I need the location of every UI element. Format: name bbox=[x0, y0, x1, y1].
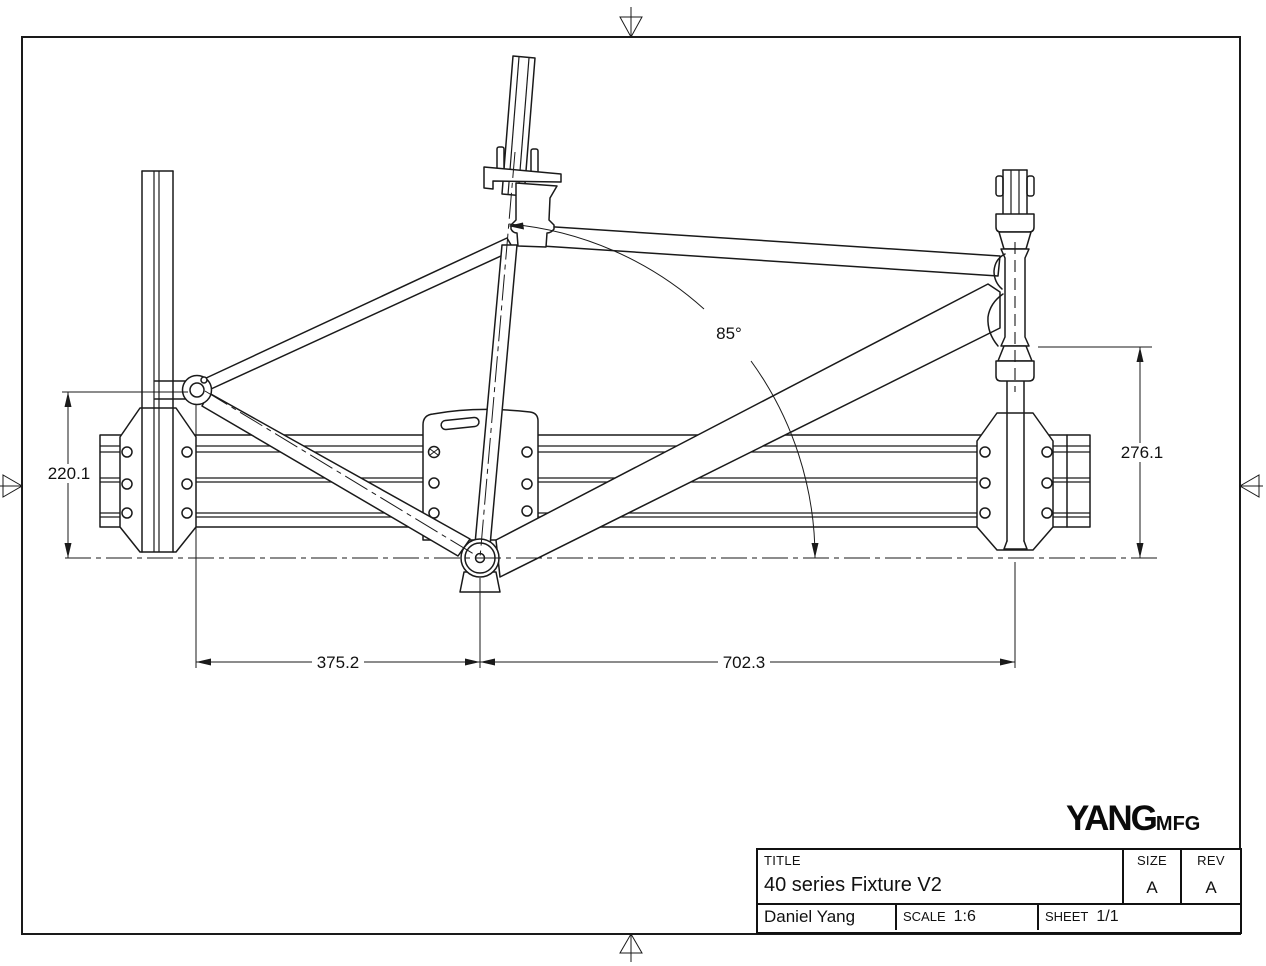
seat-stay bbox=[203, 237, 515, 390]
rear-bracket-plate bbox=[119, 407, 197, 553]
rear-dropout-hub bbox=[181, 374, 213, 406]
center-mark-left bbox=[0, 474, 23, 498]
rev-cell: REV A bbox=[1182, 850, 1240, 903]
author-name: Daniel Yang bbox=[764, 907, 856, 926]
brand-logo-text: YANG bbox=[1066, 799, 1158, 838]
size-cell: SIZE A bbox=[1124, 850, 1182, 903]
title-cell: TITLE 40 series Fixture V2 bbox=[758, 850, 1124, 903]
center-mark-top bbox=[619, 7, 643, 39]
front-post bbox=[995, 169, 1035, 550]
extrusion-rail bbox=[99, 434, 1091, 528]
dim-rear-center: 375.2 bbox=[317, 653, 360, 672]
seat-tube-cone bbox=[510, 182, 558, 248]
dimensions: 220.1 276.1 375.2 702.3 85° bbox=[44, 222, 1168, 672]
drawing-title: 40 series Fixture V2 bbox=[764, 874, 942, 896]
rev-label: REV bbox=[1197, 853, 1225, 868]
top-tube bbox=[539, 225, 1001, 277]
title-block: TITLE 40 series Fixture V2 SIZE A REV A … bbox=[756, 848, 1242, 934]
sheet-value: 1/1 bbox=[1096, 908, 1119, 925]
dim-rear-axle-height: 220.1 bbox=[48, 464, 91, 483]
rev-value: A bbox=[1205, 878, 1217, 897]
down-tube bbox=[495, 283, 1001, 578]
seat-post-assembly bbox=[483, 55, 562, 248]
bike-frame bbox=[181, 55, 1035, 593]
sheet-label: SHEET bbox=[1045, 909, 1089, 924]
author-cell: Daniel Yang bbox=[758, 905, 897, 930]
scale-cell: SCALE 1:6 bbox=[897, 905, 1039, 930]
scale-value: 1:6 bbox=[953, 908, 976, 925]
sheet-cell: SHEET 1/1 bbox=[1039, 905, 1240, 930]
rear-post bbox=[141, 170, 198, 553]
brand-logo: YANGMFG bbox=[1066, 801, 1200, 836]
centerlines bbox=[65, 151, 1160, 559]
size-value: A bbox=[1146, 878, 1158, 897]
dim-head-height: 276.1 bbox=[1121, 443, 1164, 462]
brand-logo-suffix: MFG bbox=[1155, 813, 1201, 835]
center-mark-bottom bbox=[619, 933, 643, 962]
dim-seat-tube-angle: 85° bbox=[716, 324, 742, 343]
center-mark-right bbox=[1239, 474, 1263, 498]
scale-label: SCALE bbox=[903, 909, 946, 924]
size-label: SIZE bbox=[1136, 853, 1168, 868]
title-label: TITLE bbox=[764, 853, 801, 868]
sheet-border bbox=[0, 7, 1263, 962]
dim-front-center: 702.3 bbox=[723, 653, 766, 672]
front-bracket-plate bbox=[976, 412, 1054, 551]
